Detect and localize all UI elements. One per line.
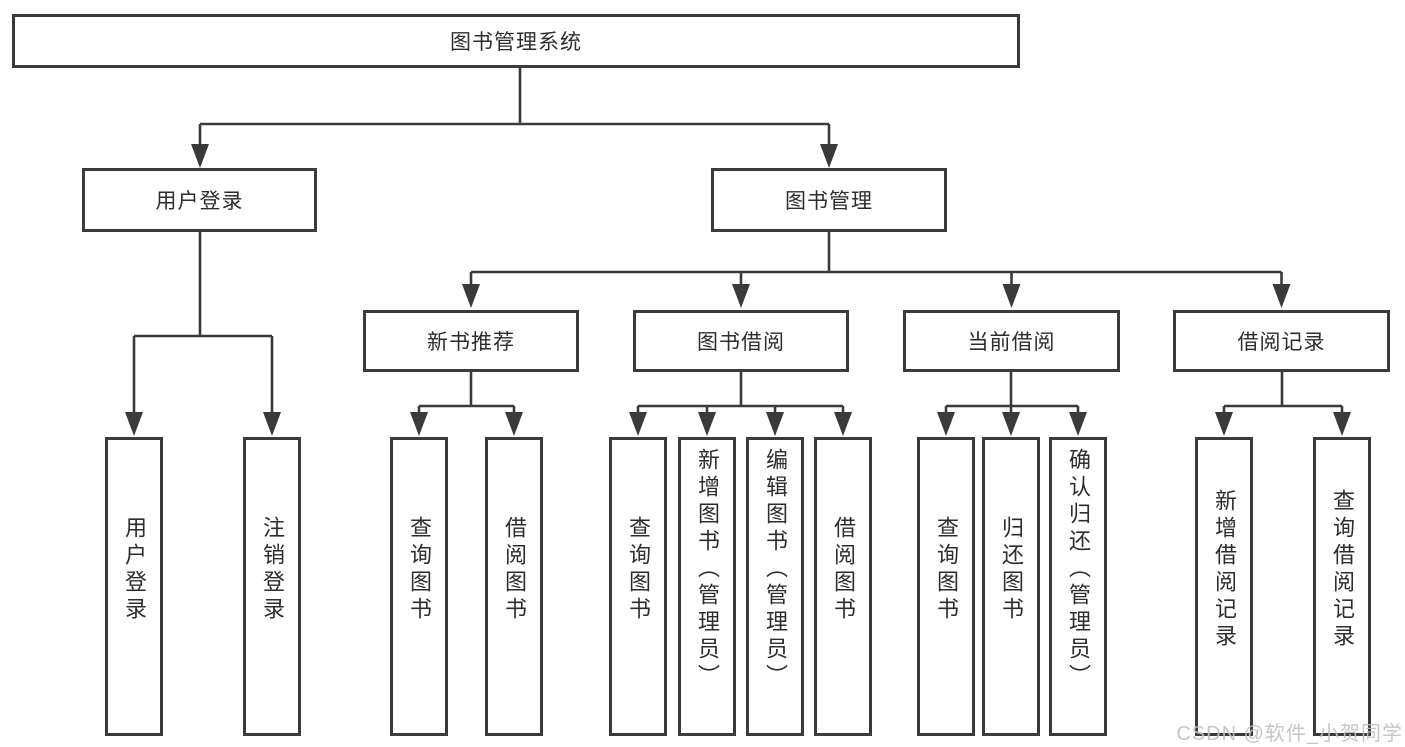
- connector-root-to-level2: [191, 68, 838, 168]
- arrowhead: [698, 412, 716, 436]
- leaf-user-login: 用户登录: [105, 437, 163, 736]
- arrowhead: [834, 412, 852, 436]
- arrowhead: [410, 412, 428, 436]
- arrowhead: [820, 144, 838, 168]
- node-label: 新书推荐: [427, 331, 515, 354]
- arrowhead: [462, 284, 480, 308]
- node-label: 归还图书: [999, 515, 1024, 624]
- arrowhead: [937, 412, 955, 436]
- node-label: 查询图书: [407, 515, 432, 624]
- node-label: 用户登录: [155, 190, 244, 213]
- node-label: 图书借阅: [697, 331, 785, 354]
- node-label: 新增借阅记录: [1212, 488, 1237, 651]
- connector-new-book-children: [410, 372, 523, 436]
- leaf-add-borrow-record: 新增借阅记录: [1195, 437, 1253, 736]
- leaf-edit-books-admin: 编辑图书（管理员）: [746, 437, 804, 736]
- leaf-return-books: 归还图书: [982, 437, 1040, 736]
- arrowhead: [505, 412, 523, 436]
- arrowhead: [1272, 284, 1291, 308]
- node-label: 查询借阅记录: [1330, 488, 1355, 651]
- arrowhead: [629, 412, 647, 436]
- node-label: 注销登录: [260, 515, 285, 624]
- node-current-borrow: 当前借阅: [903, 310, 1120, 372]
- node-borrow-records: 借阅记录: [1173, 310, 1390, 372]
- node-label: 借阅图书: [502, 515, 527, 624]
- node-label: 新增图书（管理员）: [695, 448, 720, 691]
- leaf-query-borrow-record: 查询借阅记录: [1313, 437, 1371, 736]
- connector-current-borrow-children: [937, 372, 1087, 436]
- arrowhead: [1215, 412, 1233, 436]
- leaf-add-books-admin: 新增图书（管理员）: [678, 437, 736, 736]
- node-label: 借阅记录: [1237, 331, 1326, 354]
- connector-borrow-record-children: [1215, 372, 1351, 436]
- node-label: 借阅图书: [831, 515, 856, 624]
- node-book-borrow: 图书借阅: [633, 310, 849, 372]
- leaf-borrow-books: 借阅图书: [814, 437, 872, 736]
- leaf-confirm-return-admin: 确认归还（管理员）: [1049, 437, 1107, 736]
- connector-book-borrow-children: [629, 372, 852, 436]
- node-label: 查询图书: [626, 515, 651, 624]
- node-label: 图书管理: [785, 190, 873, 213]
- node-new-book-recommend: 新书推荐: [363, 310, 579, 372]
- node-label: 确认归还（管理员）: [1066, 448, 1091, 691]
- connector-user-login-children: [125, 232, 281, 436]
- arrowhead: [263, 412, 281, 436]
- node-label: 用户登录: [122, 515, 147, 624]
- node-label: 当前借阅: [967, 331, 1056, 354]
- arrowhead: [125, 412, 143, 436]
- node-book-management: 图书管理: [711, 168, 947, 232]
- leaf-query-books-recommend: 查询图书: [390, 437, 448, 736]
- connector-book-management-children: [462, 232, 1291, 308]
- node-label: 编辑图书（管理员）: [763, 448, 788, 691]
- leaf-logout: 注销登录: [243, 437, 301, 736]
- node-label: 图书管理系统: [450, 31, 582, 54]
- leaf-borrow-books-recommend: 借阅图书: [485, 437, 543, 736]
- csdn-watermark: CSDN @软件_小贺同学: [1176, 723, 1403, 745]
- leaf-query-books-borrow: 查询图书: [609, 437, 667, 736]
- arrowhead: [1002, 412, 1020, 436]
- node-library-system: 图书管理系统: [12, 14, 1020, 68]
- arrowhead: [1333, 412, 1351, 436]
- node-user-login: 用户登录: [82, 168, 317, 232]
- arrowhead: [766, 412, 784, 436]
- node-label: 查询图书: [934, 515, 959, 624]
- arrowhead: [1002, 284, 1021, 308]
- arrowhead: [1069, 412, 1087, 436]
- arrowhead: [732, 284, 750, 308]
- leaf-query-books-current: 查询图书: [917, 437, 975, 736]
- arrowhead: [191, 144, 209, 168]
